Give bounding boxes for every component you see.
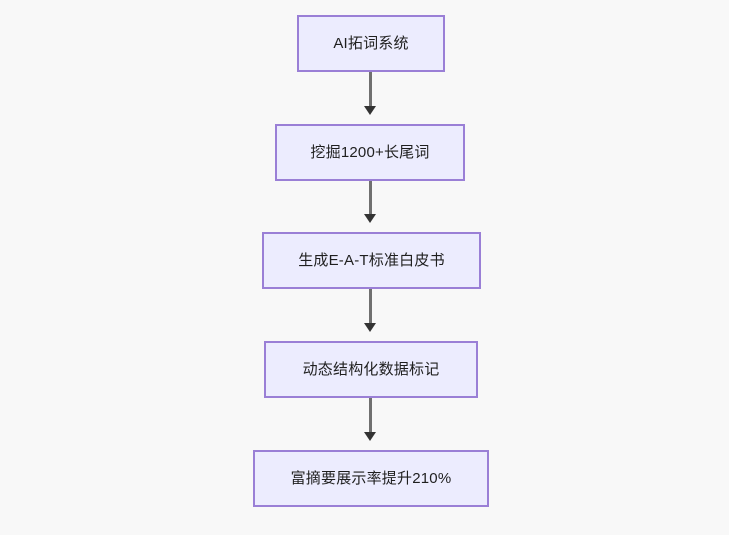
flow-connector-arrowhead [364, 323, 376, 332]
flow-connector-line [369, 72, 372, 107]
flow-node-label: 生成E-A-T标准白皮书 [298, 252, 445, 269]
flow-node-label: 挖掘1200+长尾词 [310, 144, 430, 161]
flow-node-label: 动态结构化数据标记 [302, 361, 440, 378]
flow-connector-line [369, 289, 372, 324]
flow-node-label: 富摘要展示率提升210% [290, 470, 452, 487]
flow-connector-arrowhead [364, 106, 376, 115]
flow-node-2[interactable]: 挖掘1200+长尾词 [275, 124, 465, 181]
flow-connector-arrowhead [364, 432, 376, 441]
flow-node-3[interactable]: 生成E-A-T标准白皮书 [262, 232, 481, 289]
flow-node-label: AI拓词系统 [333, 35, 409, 52]
flow-connector-line [369, 398, 372, 433]
flow-node-1[interactable]: AI拓词系统 [297, 15, 445, 72]
flow-node-4[interactable]: 动态结构化数据标记 [264, 341, 478, 398]
flow-node-5[interactable]: 富摘要展示率提升210% [253, 450, 489, 507]
flow-connector-line [369, 181, 372, 215]
flow-connector-arrowhead [364, 214, 376, 223]
